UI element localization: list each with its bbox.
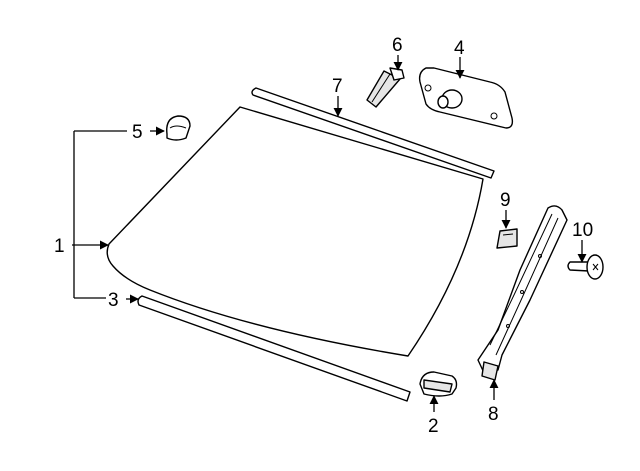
mirror-mount-bracket-part-4 xyxy=(418,67,514,129)
callout-2: 2 xyxy=(428,416,439,437)
callout-9: 9 xyxy=(500,190,511,211)
callout-labels: 1 2 3 4 5 6 7 8 9 10 xyxy=(54,35,593,437)
pad-part-9 xyxy=(496,228,518,249)
clip-part-5 xyxy=(166,115,191,141)
callout-1: 1 xyxy=(54,236,65,257)
callout-8: 8 xyxy=(488,404,499,425)
clip-part-2 xyxy=(419,371,458,397)
callout-7: 7 xyxy=(332,76,343,97)
push-pin-part-10 xyxy=(567,254,604,280)
callout-10: 10 xyxy=(572,220,593,241)
bracket-part-6 xyxy=(366,67,405,108)
callout-4: 4 xyxy=(454,38,465,59)
callout-5: 5 xyxy=(132,122,143,143)
pillar-molding-part-8 xyxy=(477,205,568,381)
callout-3: 3 xyxy=(108,290,119,311)
leader-lines xyxy=(72,55,587,412)
upper-molding-strip xyxy=(251,87,495,179)
callout-6: 6 xyxy=(392,35,403,56)
windshield-glass xyxy=(106,106,484,357)
